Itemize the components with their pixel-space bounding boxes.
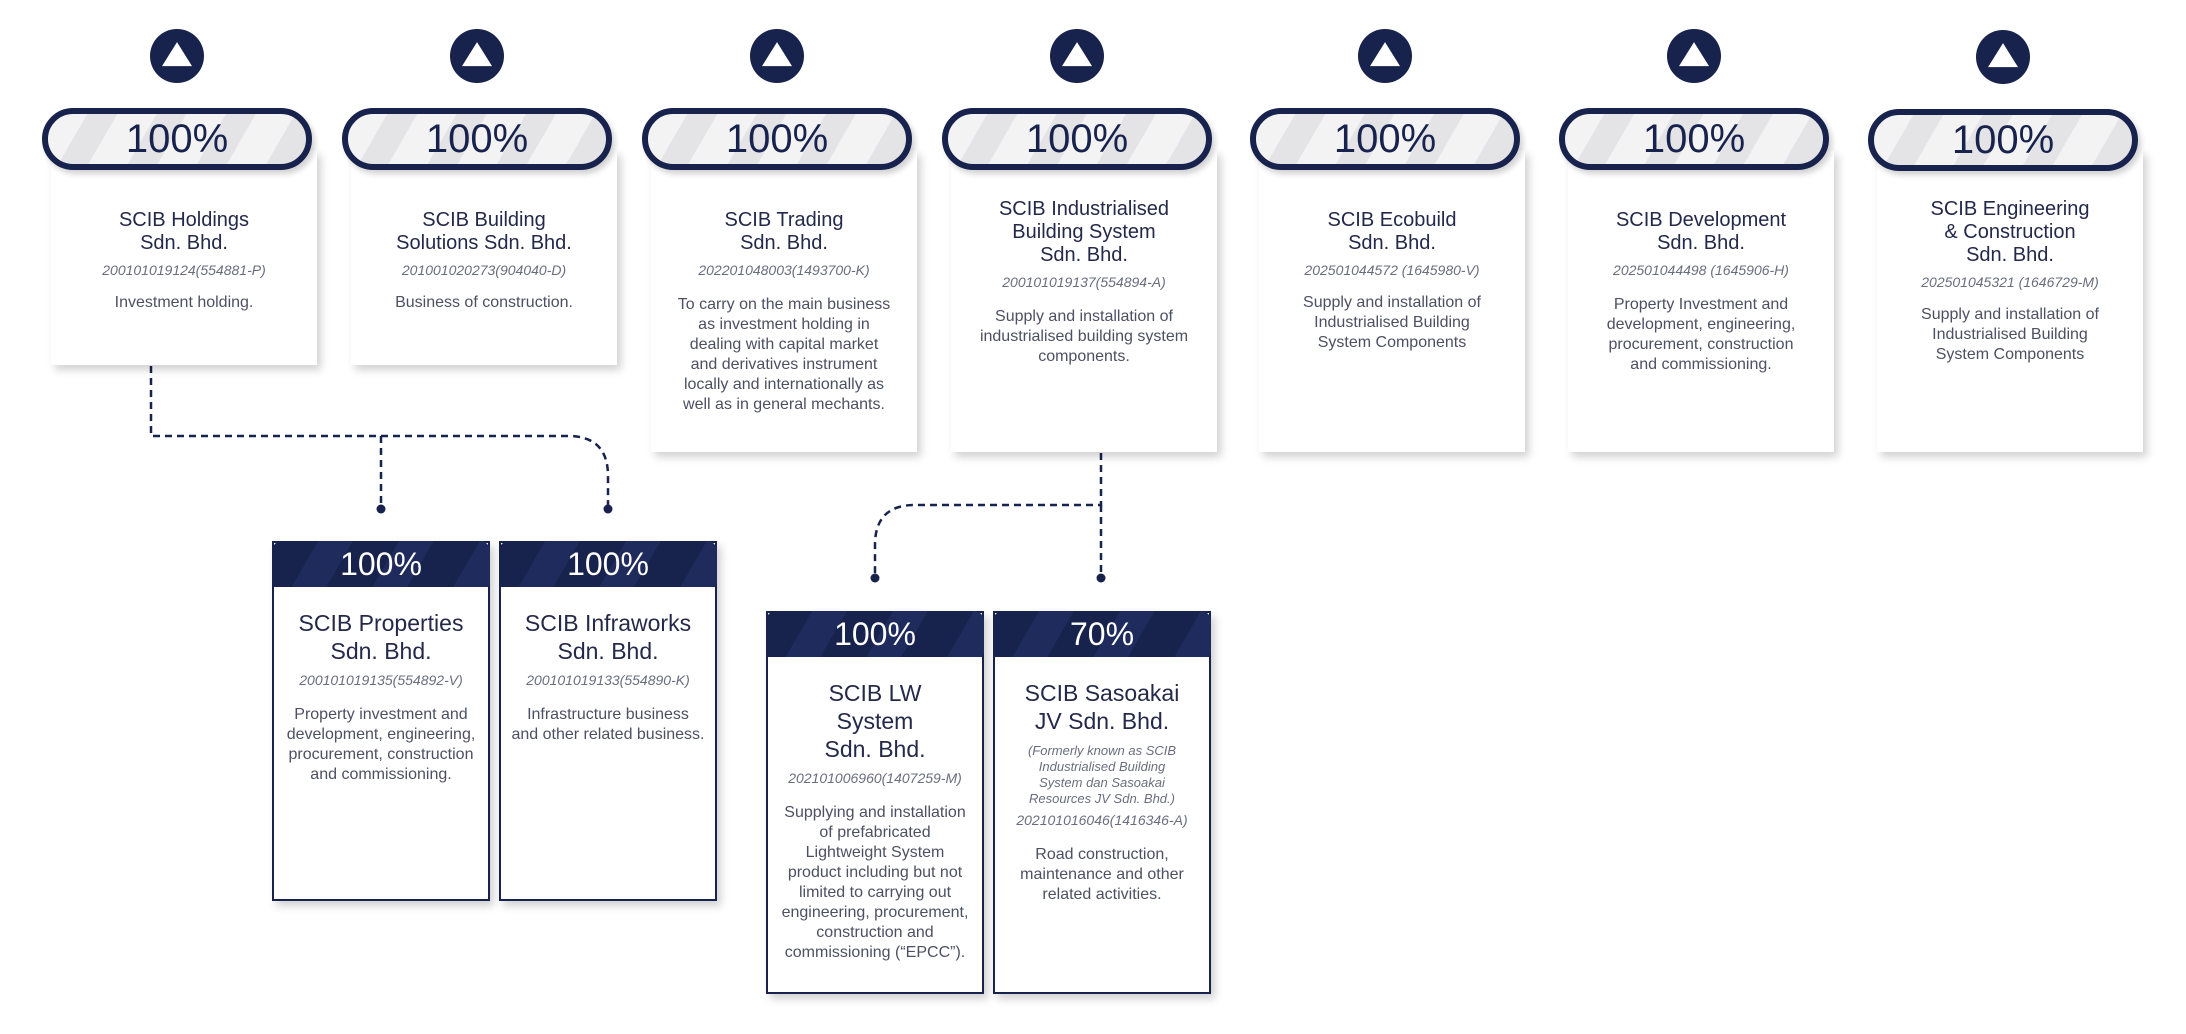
triangle-up-icon	[1358, 29, 1412, 83]
registration-number: 202501044572 (1645980-V)	[1304, 262, 1480, 278]
connector-dot-lw	[870, 573, 880, 583]
company-description: Business of construction.	[395, 294, 573, 311]
connector-holdings	[149, 366, 610, 508]
registration-number: 202201048003(1493700-K)	[698, 262, 870, 278]
ownership-percentage: 100%	[42, 108, 312, 170]
triangle-up-icon	[750, 29, 804, 83]
ownership-percentage: 100%	[499, 541, 717, 587]
triangle-up-icon	[1667, 29, 1721, 83]
ownership-percentage: 100%	[272, 541, 490, 587]
registration-number: 202501044498 (1645906-H)	[1613, 262, 1789, 278]
registration-number: 200101019137(554894-A)	[1002, 274, 1166, 290]
registration-number: 202501045321 (1646729-M)	[1921, 274, 2099, 290]
registration-number: 201001020273(904040-D)	[401, 262, 567, 278]
ownership-percentage: 70%	[993, 611, 1211, 657]
registration-number: 200101019135(554892-V)	[299, 672, 463, 688]
ownership-percentage: 100%	[1868, 109, 2138, 171]
registration-number: 202101016046(1416346-A)	[1016, 812, 1188, 828]
ownership-percentage: 100%	[642, 108, 912, 170]
triangle-up-icon	[1976, 30, 2030, 84]
company-description: Investment holding.	[114, 294, 254, 311]
ownership-percentage: 100%	[1559, 108, 1829, 170]
triangle-up-icon	[1050, 29, 1104, 83]
registration-number: 200101019133(554890-K)	[526, 672, 690, 688]
registration-number: 200101019124(554881-P)	[102, 262, 266, 278]
connector-dot-properties	[376, 504, 386, 514]
ownership-percentage: 100%	[342, 108, 612, 170]
ownership-percentage: 100%	[942, 108, 1212, 170]
connector-ibs	[873, 453, 1103, 577]
triangle-up-icon	[150, 29, 204, 83]
connector-dot-infraworks	[603, 504, 613, 514]
ownership-percentage: 100%	[1250, 108, 1520, 170]
connector-dot-sasoakai	[1096, 573, 1106, 583]
registration-number: 202101006960(1407259-M)	[788, 770, 962, 786]
triangle-up-icon	[450, 29, 504, 83]
ownership-percentage: 100%	[766, 611, 984, 657]
